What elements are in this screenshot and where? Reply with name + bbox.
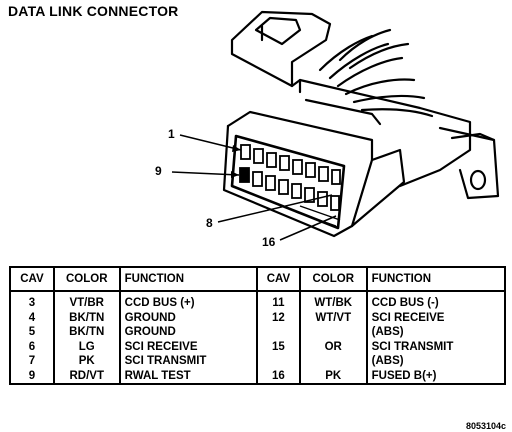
table-row: 4 BK/TN GROUND 12 WT/VT SCI RECEIVE	[9, 310, 507, 325]
callout-pin-9: 9	[155, 164, 162, 178]
table-cell: 12	[255, 310, 301, 325]
table-row: 6 LG SCI RECEIVE 15 OR SCI TRANSMIT	[9, 339, 507, 354]
header-function: FUNCTION	[118, 266, 258, 292]
table-cell: 15	[255, 339, 301, 354]
table-row: 9 RD/VT RWAL TEST 16 PK FUSED B(+)	[9, 368, 507, 385]
table-row: 5 BK/TN GROUND (ABS)	[9, 325, 507, 340]
table-cell: WT/BK	[298, 291, 368, 311]
header-color: COLOR	[298, 266, 368, 292]
table-cell: PK	[52, 354, 121, 369]
table-cell: OR	[298, 339, 368, 354]
table-cell: 7	[9, 354, 55, 369]
table-cell: SCI TRANSMIT	[118, 354, 258, 369]
table-cell: 11	[255, 291, 301, 311]
table-cell: SCI RECEIVE	[118, 339, 258, 354]
table-cell: BK/TN	[52, 325, 121, 340]
table-cell: PK	[298, 368, 368, 385]
connector-illustration	[171, 10, 500, 241]
table-cell: GROUND	[118, 325, 258, 340]
table-cell: RWAL TEST	[118, 368, 258, 385]
header-cav: CAV	[9, 266, 55, 292]
table-cell	[298, 354, 368, 369]
leader-pin9	[171, 171, 240, 176]
leader-pin8	[217, 194, 333, 223]
table-cell: 3	[9, 291, 55, 311]
table-cell	[255, 354, 301, 369]
table-cell: VT/BR	[52, 291, 121, 311]
callout-pin-8: 8	[206, 216, 213, 230]
table-row: 7 PK SCI TRANSMIT (ABS)	[9, 354, 507, 369]
table-cell: CCD BUS (-)	[365, 291, 507, 311]
callout-pin-1: 1	[168, 127, 175, 141]
table-cell: GROUND	[118, 310, 258, 325]
table-cell: CCD BUS (+)	[118, 291, 258, 311]
table-cell	[255, 325, 301, 340]
header-function: FUNCTION	[365, 266, 507, 292]
pinout-table: CAV COLOR FUNCTION CAV COLOR FUNCTION 3 …	[9, 266, 507, 385]
figure-code: 8053104c	[465, 421, 506, 431]
table-header-row: CAV COLOR FUNCTION CAV COLOR FUNCTION	[9, 266, 507, 292]
table-cell: WT/VT	[298, 310, 368, 325]
table-cell: LG	[52, 339, 121, 354]
callout-pin-16: 16	[262, 235, 276, 249]
header-color: COLOR	[52, 266, 121, 292]
table-cell: BK/TN	[52, 310, 121, 325]
table-cell: 5	[9, 325, 55, 340]
table-cell: SCI TRANSMIT	[365, 339, 507, 354]
table-cell: SCI RECEIVE	[365, 310, 507, 325]
table-cell	[298, 325, 368, 340]
leader-pin1	[179, 134, 242, 151]
diagram-title: DATA LINK CONNECTOR	[8, 3, 179, 19]
table-cell: (ABS)	[365, 325, 507, 340]
latch	[230, 10, 332, 88]
table-cell: (ABS)	[365, 354, 507, 369]
table-cell: RD/VT	[52, 368, 121, 385]
table-cell: FUSED B(+)	[365, 368, 507, 385]
table-row: 3 VT/BR CCD BUS (+) 11 WT/BK CCD BUS (-)	[9, 291, 507, 311]
table-cell: 4	[9, 310, 55, 325]
table-cell: 16	[255, 368, 301, 385]
header-cav: CAV	[255, 266, 301, 292]
table-cell: 6	[9, 339, 55, 354]
table-cell: 9	[9, 368, 55, 385]
leader-pin16	[279, 215, 337, 241]
